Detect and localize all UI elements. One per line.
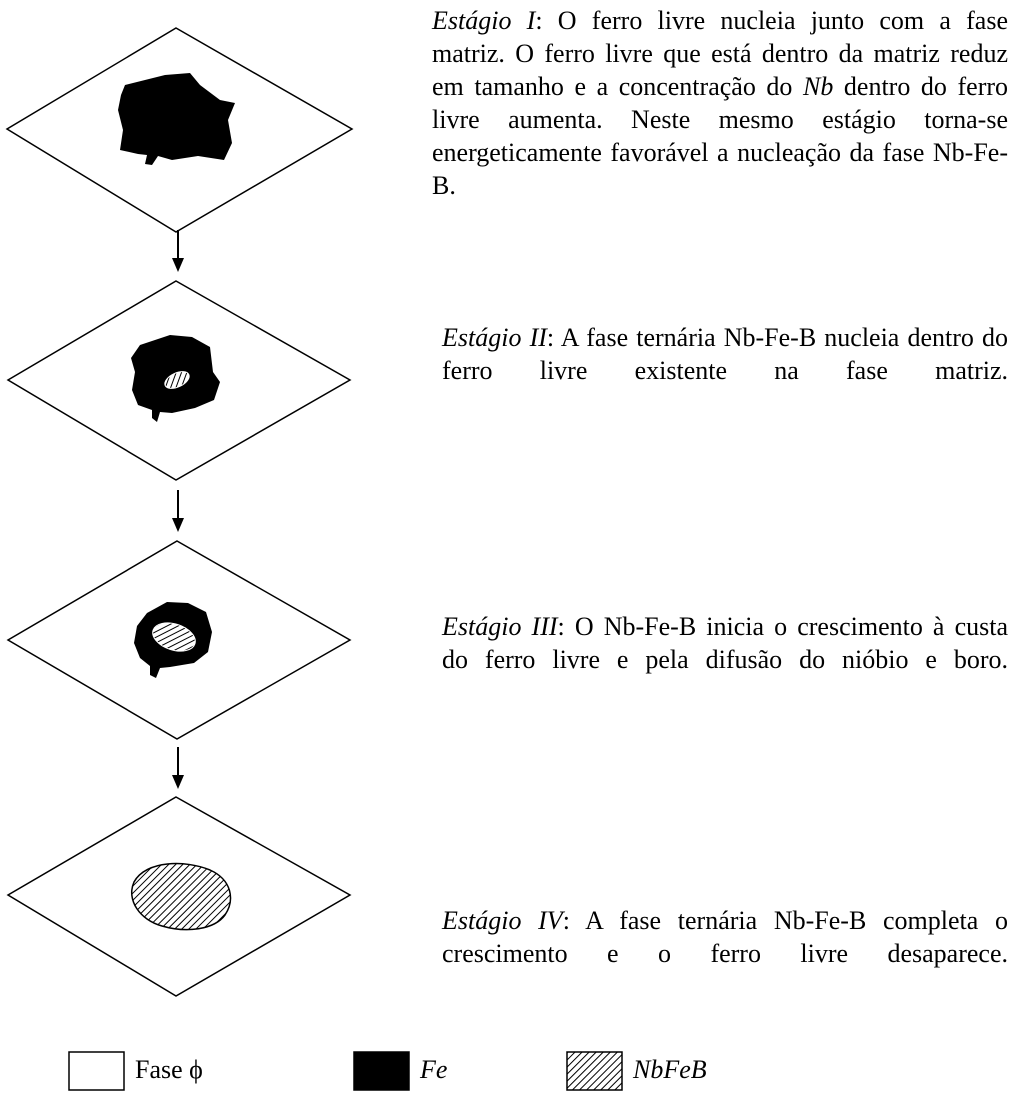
stage-4-nbfeb-grain [131, 862, 232, 931]
legend-label-fe: Fe [420, 1055, 448, 1084]
stage-1-description: Estágio I: O ferro livre nucleia junto c… [432, 4, 1008, 235]
stage-2-nbfeb-nucleus [164, 371, 190, 389]
stage-3-figure [6, 540, 352, 740]
stage-1-figure [5, 27, 354, 233]
stage-4-figure [6, 796, 352, 997]
legend-swatch-nbfeb [566, 1051, 623, 1091]
stage-3-text: : O Nb-Fe-B inicia o crescimento à custa… [442, 612, 1008, 674]
legend-item-fe: Fe [420, 1055, 447, 1085]
stage-1-text: : O ferro livre nucleia junto com a fase… [432, 6, 1009, 200]
legend-label-phi: Fase ϕ [135, 1055, 203, 1084]
legend-item-nbfeb: NbFeB [633, 1055, 707, 1085]
stage-2-description: Estágio II: A fase ternária Nb-Fe-B nucl… [442, 321, 1008, 420]
stage-2-text: : A fase ternária Nb-Fe-B nucleia dentro… [442, 323, 1009, 385]
legend-item-phi: Fase ϕ [135, 1055, 203, 1085]
arrow-3 [172, 747, 184, 789]
legend-swatch-fe [353, 1051, 410, 1091]
stage-1-name: Estágio I [432, 6, 536, 35]
stage-4-name: Estágio IV [442, 906, 563, 935]
stage-2-figure [6, 280, 352, 481]
arrow-2 [172, 490, 184, 532]
legend-label-nbfeb: NbFeB [633, 1055, 707, 1084]
stage-4-description: Estágio IV: A fase ternária Nb-Fe-B comp… [442, 904, 1008, 1003]
stage-3-description: Estágio III: O Nb-Fe-B inicia o crescime… [442, 610, 1008, 709]
stage-1-iron-particle [118, 73, 235, 165]
legend-swatch-phi [68, 1051, 125, 1091]
stage-4-text: : A fase ternária Nb-Fe-B completa o cre… [442, 906, 1008, 968]
stage-2-name: Estágio II [442, 323, 547, 352]
stage-3-name: Estágio III [442, 612, 558, 641]
stage-3-nbfeb-grain [152, 622, 196, 652]
arrow-1 [172, 230, 184, 272]
